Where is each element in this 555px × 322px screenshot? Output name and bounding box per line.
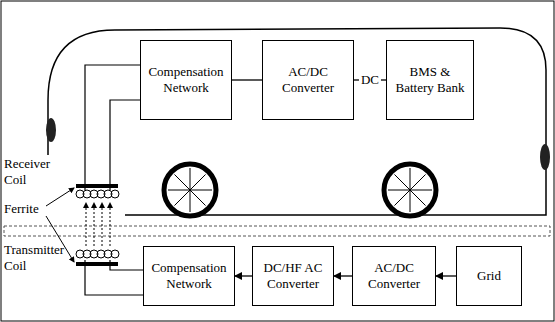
part-label: Receiver Coil — [4, 156, 62, 187]
box-text: DC/HF AC Converter — [258, 260, 328, 293]
box-text: Compensation Network — [149, 260, 229, 293]
flux-arrows — [86, 203, 110, 246]
connector — [235, 275, 252, 276]
edge-label: DC — [359, 73, 381, 87]
process-box: Compensation Network — [143, 246, 235, 306]
process-box: Compensation Network — [140, 40, 232, 120]
part-label: Ferrite — [4, 201, 46, 217]
receiver-ferrite — [76, 184, 118, 188]
process-box: AC/DC Converter — [262, 40, 354, 120]
process-box: DC/HF AC Converter — [252, 246, 334, 306]
transmitter-ferrite — [76, 262, 118, 266]
box-text: Grid — [477, 268, 501, 284]
headlight — [46, 118, 56, 142]
transmitter-wires — [85, 260, 143, 295]
wheels — [164, 164, 436, 216]
box-text: AC/DC Converter — [358, 260, 430, 293]
transmitter-winding — [76, 250, 119, 258]
box-text: AC/DC Converter — [268, 64, 348, 97]
connector — [334, 275, 352, 276]
receiver-wires — [85, 65, 140, 190]
box-text: Compensation Network — [146, 64, 226, 97]
connector — [232, 79, 262, 80]
part-label: Transmitter Coil — [4, 242, 74, 273]
box-text: BMS & Battery Bank — [392, 64, 468, 97]
process-box: AC/DC Converter — [352, 246, 436, 306]
taillight — [540, 144, 550, 170]
road-band — [4, 226, 550, 236]
process-box: BMS & Battery Bank — [386, 40, 474, 120]
ferrite-leader — [46, 188, 74, 206]
connector — [436, 275, 456, 276]
process-box: Grid — [456, 246, 522, 306]
receiver-winding — [76, 190, 119, 198]
bus-outline — [48, 28, 546, 215]
